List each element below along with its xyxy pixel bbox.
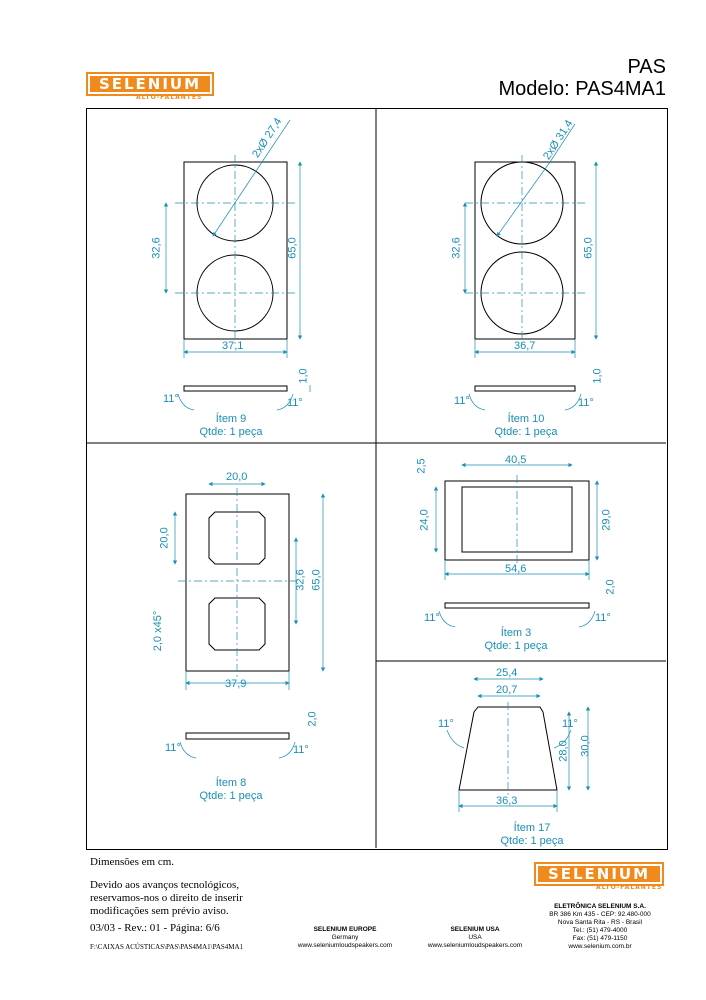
- company-website: www.selenium.com.br: [568, 943, 632, 950]
- item8-cut-height-label: 20,0: [158, 527, 171, 549]
- usa-country: USA: [468, 934, 482, 941]
- item10-height-label: 65,0: [582, 237, 595, 259]
- usa-title: SELENIUM USA: [450, 926, 500, 933]
- item10-width-label: 36,7: [514, 340, 536, 352]
- item10-caption: Ítem 10 Qtde: 1 peça: [446, 413, 606, 439]
- item17-drawing: [446, 676, 591, 812]
- disclaimer-line1: Devido aos avanços tecnológicos,: [90, 879, 240, 891]
- item9-caption: Ítem 9 Qtde: 1 peça: [151, 413, 311, 439]
- usa-website: www.seleniumloudspeakers.com: [427, 942, 523, 949]
- item9-drawing: [163, 119, 311, 411]
- item3-width-label: 54,6: [505, 563, 527, 575]
- item9-width-label: 37,1: [222, 340, 244, 352]
- item3-qty: Qtde: 1 peça: [484, 640, 548, 652]
- item3-height-label: 29,0: [600, 509, 613, 531]
- item8-thickness-label: 2,0: [306, 711, 319, 727]
- item8-height-label: 65,0: [310, 569, 323, 591]
- item8-qty: Qtde: 1 peça: [199, 790, 263, 802]
- brand-logo: SELENIUM: [86, 72, 214, 96]
- item3-caption: Ítem 3 Qtde: 1 peça: [436, 627, 596, 653]
- units-note: Dimensões em cm.: [90, 856, 175, 868]
- item17-bottom-width-label: 36,3: [496, 795, 518, 807]
- footer-usa: SELENIUM USA USA www.seleniumloudspeaker…: [420, 926, 530, 950]
- revision-info: 03/03 - Rev.: 01 - Página: 6/6: [90, 922, 220, 934]
- company-name: ELETRÔNICA SELENIUM S.A.: [554, 903, 646, 910]
- disclaimer-line3: modificações sem prévio aviso.: [90, 905, 229, 917]
- item17-angle-right: 11°: [562, 718, 578, 730]
- item10-spacing-label: 32,6: [450, 237, 463, 259]
- disclaimer-line2: reservamos-nos o direito de inserir: [90, 892, 243, 904]
- item17-top-width-label: 25,4: [496, 667, 518, 679]
- company-tel: Tel.: (51) 479-4000: [572, 927, 628, 934]
- item8-angle-right: 11°: [293, 744, 309, 756]
- item10-angle-left: 11°: [454, 395, 470, 407]
- company-address1: BR 386 Km 435 - CEP: 92.480-000: [549, 911, 651, 918]
- file-path: F:\CAIXAS ACÚSTICAS\PAS\PAS4MA1\PAS4MA1: [90, 943, 244, 951]
- europe-title: SELENIUM EUROPE: [313, 926, 377, 933]
- item10-angle-right: 11°: [578, 397, 594, 409]
- item10-label: Ítem 10: [507, 413, 545, 425]
- item9-spacing-label: 32,6: [150, 237, 163, 259]
- item9-thickness-label: 1,0: [297, 368, 310, 384]
- europe-website: www.seleniumloudspeakers.com: [297, 942, 393, 949]
- item8-caption: Ítem 8 Qtde: 1 peça: [151, 777, 311, 803]
- item17-height-inner-label: 28,0: [557, 740, 570, 762]
- footer-brand-logo-subtitle: ALTO-FALANTES: [596, 884, 663, 891]
- item9-angle-left: 11°: [163, 393, 179, 405]
- item10-drawing: [462, 123, 599, 411]
- item3-label: Ítem 3: [500, 627, 532, 639]
- item3-top-margin-label: 2,5: [415, 458, 428, 474]
- item3-angle-right: 11°: [595, 612, 611, 624]
- footer-brazil: ELETRÔNICA SELENIUM S.A. BR 386 Km 435 -…: [540, 903, 660, 951]
- item8-width-label: 37,9: [225, 678, 247, 690]
- item17-inner-top-label: 20,7: [496, 684, 518, 696]
- item3-angle-left: 11°: [424, 612, 440, 624]
- item17-caption: Ítem 17 Qtde: 1 peça: [452, 822, 612, 848]
- item8-chamfer-label: 2,0 x45°: [152, 610, 165, 652]
- drawing-frame: [86, 108, 668, 850]
- page-title-line1: PAS: [627, 56, 666, 78]
- item17-angle-left: 11°: [438, 718, 454, 730]
- item8-spacing-label: 32,6: [294, 569, 307, 591]
- company-fax: Fax: (51) 479-1150: [572, 935, 628, 942]
- item9-height-label: 65,0: [286, 237, 299, 259]
- item10-qty: Qtde: 1 peça: [494, 426, 558, 438]
- item8-drawing: [172, 481, 326, 759]
- page-title-line2: Modelo: PAS4MA1: [498, 78, 667, 100]
- footer-brand-logo: SELENIUM: [534, 862, 664, 886]
- item8-angle-left: 11°: [165, 742, 181, 754]
- company-address2: Nova Santa Rita - RS - Brasil: [557, 919, 643, 926]
- footer-europe: SELENIUM EUROPE Germany www.seleniumloud…: [290, 926, 400, 950]
- item8-label: Ítem 8: [215, 777, 247, 789]
- item3-inner-height-label: 24,0: [418, 509, 431, 531]
- item8-top-width-label: 20,0: [226, 471, 248, 483]
- item3-thickness-label: 2,0: [604, 579, 617, 595]
- item17-qty: Qtde: 1 peça: [500, 835, 564, 847]
- item3-inner-width-label: 40,5: [505, 454, 527, 466]
- brand-logo-subtitle: ALTO-FALANTES: [136, 94, 203, 101]
- item10-thickness-label: 1,0: [591, 368, 604, 384]
- item9-angle-right: 11°: [287, 397, 303, 409]
- item9-qty: Qtde: 1 peça: [199, 426, 263, 438]
- item3-drawing: [433, 462, 600, 628]
- item17-height-label: 30,0: [579, 735, 592, 757]
- item17-label: Ítem 17: [513, 822, 551, 834]
- europe-country: Germany: [331, 934, 359, 941]
- item9-label: Ítem 9: [215, 413, 247, 425]
